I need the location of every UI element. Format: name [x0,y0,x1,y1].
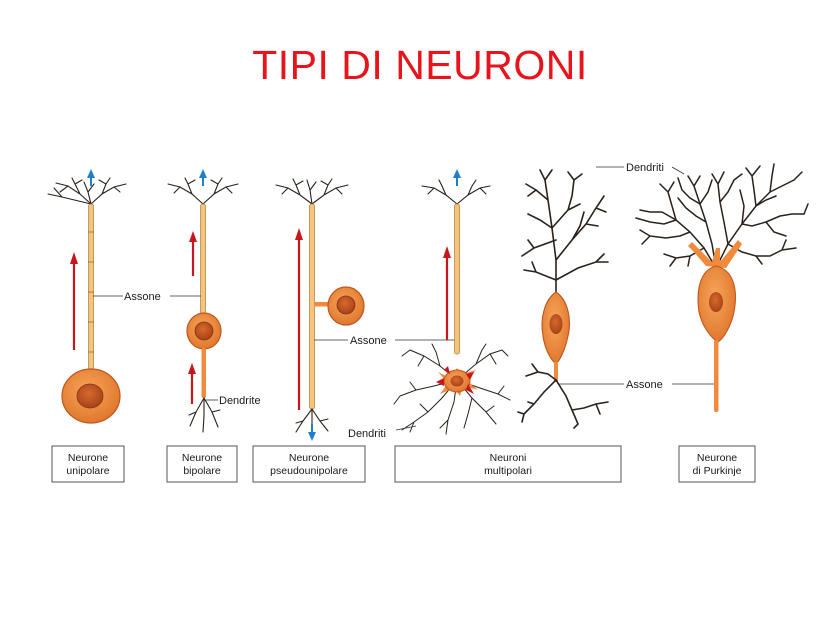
caption-purkinje-line2: di Purkinje [692,465,741,477]
caption-bipolar: Neurone bipolare [166,445,238,483]
neuron-unipolar [47,169,127,424]
neuron-purkinje [635,163,809,412]
flow-arrow-pseudounipolar [308,424,316,441]
caption-pseudounipolar: Neurone pseudounipolare [252,445,366,483]
dendrites-label-purkinje-text: Dendriti [626,162,664,174]
neuron-multipolar-left [393,169,511,435]
caption-bipolar-line1: Neurone [182,452,222,464]
dendrites-multipolar-top [421,179,491,205]
caption-pseudounipolar-line1: Neurone [289,452,329,464]
signal-arrow-bipolar-upper [189,231,197,276]
axon-label-left: Assone [93,291,201,303]
signal-arrow-pseudounipolar [295,228,303,410]
caption-purkinje-line1: Neurone [697,452,737,464]
dendrite-label-bipolar: Dendrite [206,395,261,407]
flow-arrow-multipolar-left [453,169,461,186]
dendrite-process-bipolar [201,348,206,398]
caption-unipolar-line1: Neurone [68,452,108,464]
nucleus-pseudounipolar [336,295,356,315]
neuron-bipolar [167,169,239,433]
axon-unipolar [88,203,94,375]
axon-label-left-text: Assone [124,291,161,303]
axon-purkinje [714,340,719,412]
nucleus-bipolar [194,321,214,341]
dendrites-pseudounipolar-bottom [295,408,329,433]
dendrites-label-multipolar: Dendriti [348,425,417,440]
neuron-multipolar-right [517,169,609,429]
dendrites-bipolar-bottom [188,397,221,433]
dendrites-pseudounipolar-top [275,178,349,205]
stalk-pseudounipolar [314,302,334,307]
nucleus-multipolar-right [549,314,563,334]
dendrite-trunks-purkinje [688,240,742,268]
axon-label-right-text: Assone [626,379,663,391]
caption-multipolar-line1: Neuroni [490,452,527,464]
nucleus-purkinje [709,292,723,312]
caption-multipolar-line2: multipolari [484,465,532,477]
axon-multipolar-left [454,203,460,355]
flow-arrow-bipolar [199,169,207,186]
axon-label-middle-text: Assone [350,335,387,347]
signal-arrow-multipolar-left [443,246,451,340]
caption-multipolar: Neuroni multipolari [394,445,622,483]
axon-label-middle: Assone [314,335,456,347]
dendrite-label-bipolar-text: Dendrite [219,395,261,407]
dendrites-purkinje [635,163,809,269]
myelin-sheath-unipolar [88,231,94,353]
axon-pseudounipolar [309,203,315,410]
caption-purkinje: Neurone di Purkinje [678,445,756,483]
dendrites-label-purkinje: Dendriti [596,162,685,175]
signal-arrow-bipolar-lower [188,363,196,404]
dendrites-label-multipolar-text: Dendriti [348,428,386,440]
caption-bipolar-line2: bipolare [183,465,221,477]
axon-bipolar [200,203,206,315]
dendrites-multipolar-right-top [521,169,609,301]
flow-arrow-unipolar [87,169,95,186]
signal-arrow-unipolar [70,252,78,350]
nucleus-unipolar [76,383,104,409]
caption-unipolar-line2: unipolare [66,465,109,477]
nucleus-multipolar-left [450,375,464,387]
dendrites-unipolar [47,177,127,205]
dendrites-multipolar-right-bottom [517,363,609,429]
dendrites-multipolar-star [393,343,511,435]
axon-label-right: Assone [558,379,714,391]
page-title: TIPI DI NEURONI [252,42,588,88]
signal-arrows-multipolar-star [436,366,474,394]
dendrites-bipolar-top [167,177,239,205]
axon-multipolar-right [554,362,558,382]
neuron-pseudounipolar [275,178,365,441]
caption-unipolar: Neurone unipolare [51,445,125,483]
caption-pseudounipolar-line2: pseudounipolare [270,465,348,477]
